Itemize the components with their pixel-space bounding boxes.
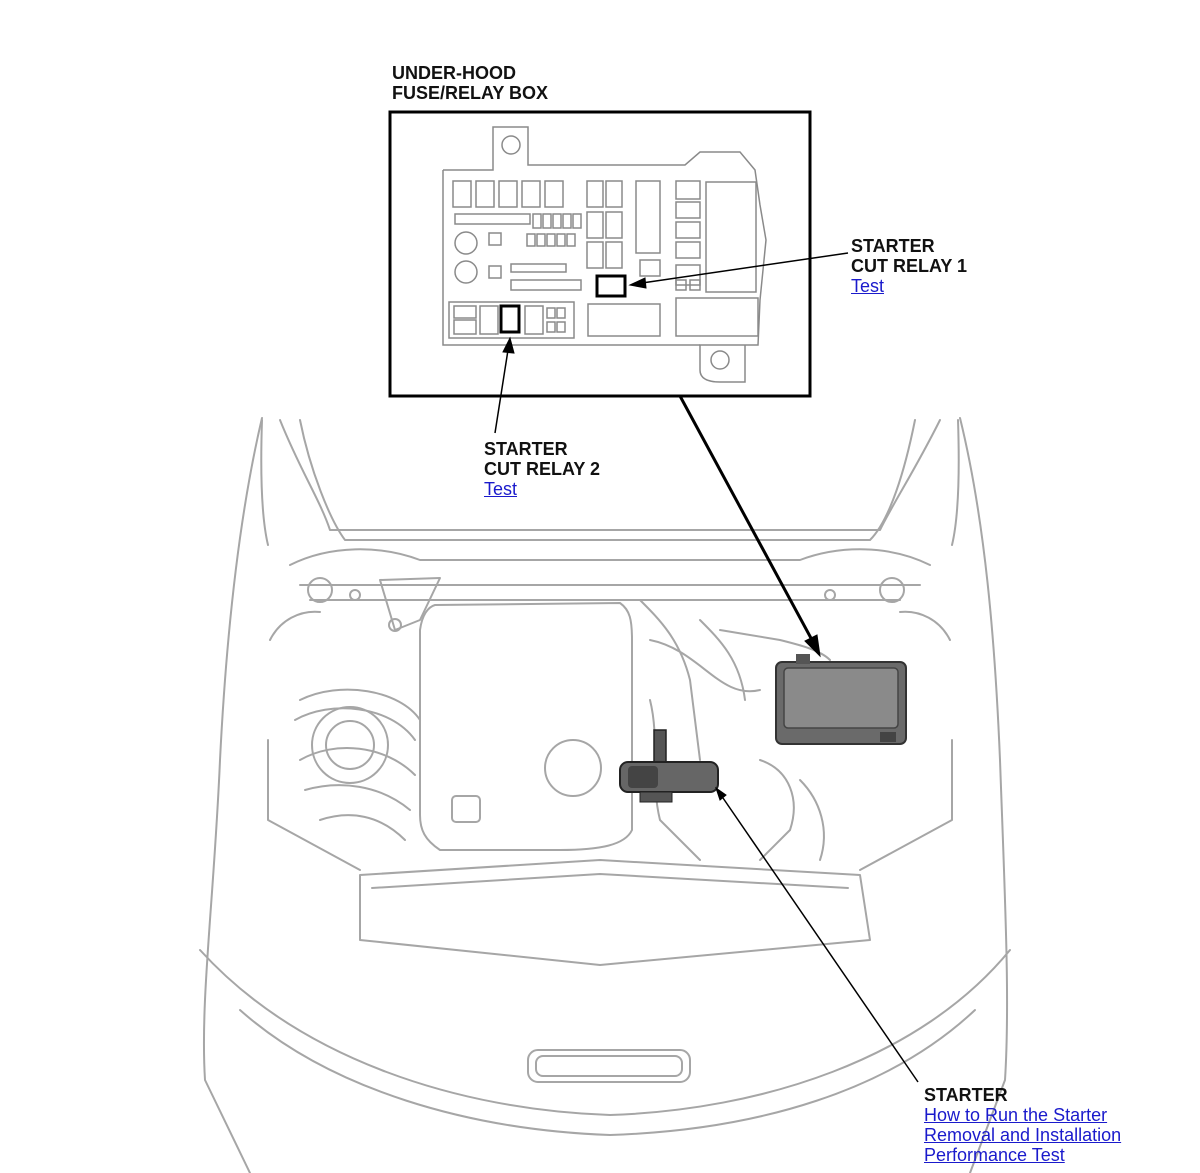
relay2-line2: CUT RELAY 2 [484,459,601,479]
starter-cut-relay-1-highlight [595,274,627,298]
fuse-box-title: UNDER-HOOD FUSE/RELAY BOX [392,63,548,103]
starter-removal-installation-link[interactable]: Removal and Installation [924,1125,1122,1145]
starter-cut-relay-2-callout: STARTER CUT RELAY 2 Test [484,439,600,499]
fuse-box-title-line1: UNDER-HOOD [392,63,516,83]
starter-performance-test-link[interactable]: Performance Test [924,1145,1065,1165]
fuse-box-title-line2: FUSE/RELAY BOX [392,83,549,103]
relay1-line2: CUT RELAY 1 [851,256,968,276]
starter-title: STARTER [924,1085,1008,1105]
fuse-box-inset [388,110,812,398]
relay2-test-link[interactable]: Test [484,479,518,499]
relay1-test-link[interactable]: Test [851,276,885,296]
starter-how-to-run-link[interactable]: How to Run the Starter [924,1105,1108,1125]
vehicle-outline [199,417,1011,1173]
fuse-box-in-bay [775,654,907,745]
leader-lines [494,252,919,1083]
starter-cut-relay-2-highlight [499,304,521,334]
starter-motor [619,729,719,803]
starter-cut-relay-1-callout: STARTER CUT RELAY 1 Test [851,236,967,296]
relay1-line1: STARTER [851,236,935,256]
starter-callout: STARTER How to Run the Starter Removal a… [924,1085,1121,1165]
relay2-line1: STARTER [484,439,568,459]
